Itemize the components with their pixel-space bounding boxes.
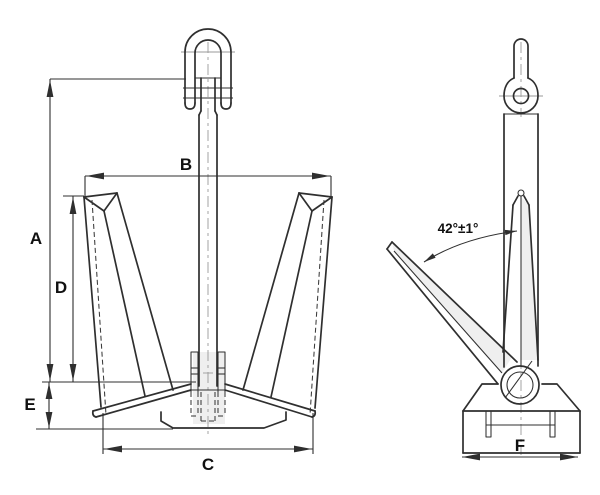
- shackle-bar: [513, 38, 529, 79]
- tip-chamfer-left: [512, 195, 519, 206]
- crown-top-left-profile: [462, 383, 499, 412]
- right-fluke-outer-edge: [314, 196, 333, 409]
- crown-top-right-profile: [541, 383, 581, 412]
- shading: [193, 197, 538, 424]
- right-fluke-ridge: [270, 210, 313, 398]
- arrowhead: [312, 172, 330, 180]
- blade-tip-chamfer: [386, 241, 393, 250]
- arc-arrowhead: [424, 253, 436, 262]
- left-fluke-inner-edge: [116, 192, 174, 391]
- arrowhead: [45, 412, 53, 428]
- side-crown: [462, 383, 581, 454]
- side-fluke-inclined: [386, 241, 518, 385]
- arrowhead: [560, 453, 578, 461]
- left-fluke-ridge: [103, 210, 146, 397]
- crown-plate-right-top: [224, 383, 316, 412]
- left-fluke-top-edge: [83, 192, 118, 198]
- fluke-left-edge: [502, 204, 514, 353]
- left-lug: [190, 351, 199, 392]
- shackle-outer-bow: [184, 28, 232, 104]
- crown-hidden-lines: [190, 392, 226, 422]
- front-crown: [91, 351, 317, 429]
- right-lug: [217, 351, 226, 392]
- arrowhead: [462, 453, 480, 461]
- left-fluke-outer-edge: [83, 196, 102, 408]
- right-fluke-hidden-edge: [309, 199, 325, 416]
- dimension-b-label: B: [180, 155, 192, 174]
- hinge-lugs: [190, 351, 226, 392]
- shackle-inner-slot: [194, 39, 222, 104]
- blade-lower-edge: [386, 248, 499, 385]
- arc-arrowhead: [504, 229, 517, 236]
- boss-inner-circle: [506, 371, 534, 399]
- crown-plate-left-bottom: [95, 389, 192, 418]
- arrowhead: [69, 197, 77, 214]
- arrowhead: [86, 172, 104, 180]
- shackle-left-leg-end: [184, 102, 196, 110]
- crown-base-plate: [160, 411, 287, 429]
- crown-plate-right-bottom: [224, 389, 313, 418]
- arrowhead: [294, 445, 312, 453]
- dimension-d: D: [55, 195, 84, 382]
- crown-bolts: [485, 411, 556, 438]
- right-bolt: [549, 411, 556, 438]
- dimension-d-label: D: [55, 278, 67, 297]
- dimension-f-label: F: [515, 436, 525, 455]
- front-view: A D E B: [24, 28, 333, 474]
- tip-chamfer-right: [523, 195, 530, 206]
- right-fluke-inner-edge: [242, 192, 300, 391]
- shank-head-lug: [503, 77, 539, 114]
- side-blade-shade: [392, 242, 512, 373]
- side-shackle: [503, 38, 539, 115]
- left-fluke-hidden-edge: [91, 199, 107, 416]
- dimension-c: C: [102, 413, 314, 474]
- blade-far-edge-across-boss: [504, 360, 533, 399]
- arrowhead: [46, 80, 54, 97]
- crown-plate-left-top: [92, 383, 192, 412]
- dimension-f: F: [462, 436, 578, 461]
- side-fluke-shade: [521, 197, 538, 360]
- front-fluke-left: [83, 192, 174, 416]
- arrowhead: [69, 364, 77, 381]
- dimension-e: E: [24, 382, 173, 430]
- arrowhead: [46, 364, 54, 381]
- front-centerlines: [181, 42, 235, 434]
- dimension-e-label: E: [24, 395, 35, 414]
- dimension-a: A: [30, 78, 196, 383]
- dimension-a-label: A: [30, 229, 42, 248]
- boss-outer-circle: [500, 365, 540, 405]
- angle-annotation: 42°±1°: [423, 221, 518, 263]
- arrowhead: [45, 383, 53, 399]
- fluke-right-edge: [528, 204, 539, 361]
- blade-ridge: [393, 250, 503, 374]
- pin-hole: [512, 87, 530, 105]
- side-fluke-vertical: [502, 189, 539, 366]
- angle-label: 42°±1°: [438, 221, 479, 236]
- side-centerlines: [499, 42, 543, 455]
- front-shackle: [183, 28, 233, 110]
- blade-upper-edge: [391, 241, 518, 363]
- left-bolt: [485, 411, 492, 438]
- arrowhead: [104, 445, 122, 453]
- dimension-b: B: [84, 155, 332, 196]
- dimension-c-label: C: [202, 455, 214, 474]
- shackle-right-leg-end: [220, 102, 232, 110]
- side-view: F 42°±1°: [386, 38, 581, 461]
- right-fluke-top-edge: [298, 192, 333, 198]
- side-hinge-boss: [500, 360, 540, 405]
- front-fluke-right: [242, 192, 333, 416]
- crown-plate-left-cap: [91, 410, 97, 418]
- fluke-tip-point: [517, 189, 525, 197]
- front-shank: [198, 77, 218, 387]
